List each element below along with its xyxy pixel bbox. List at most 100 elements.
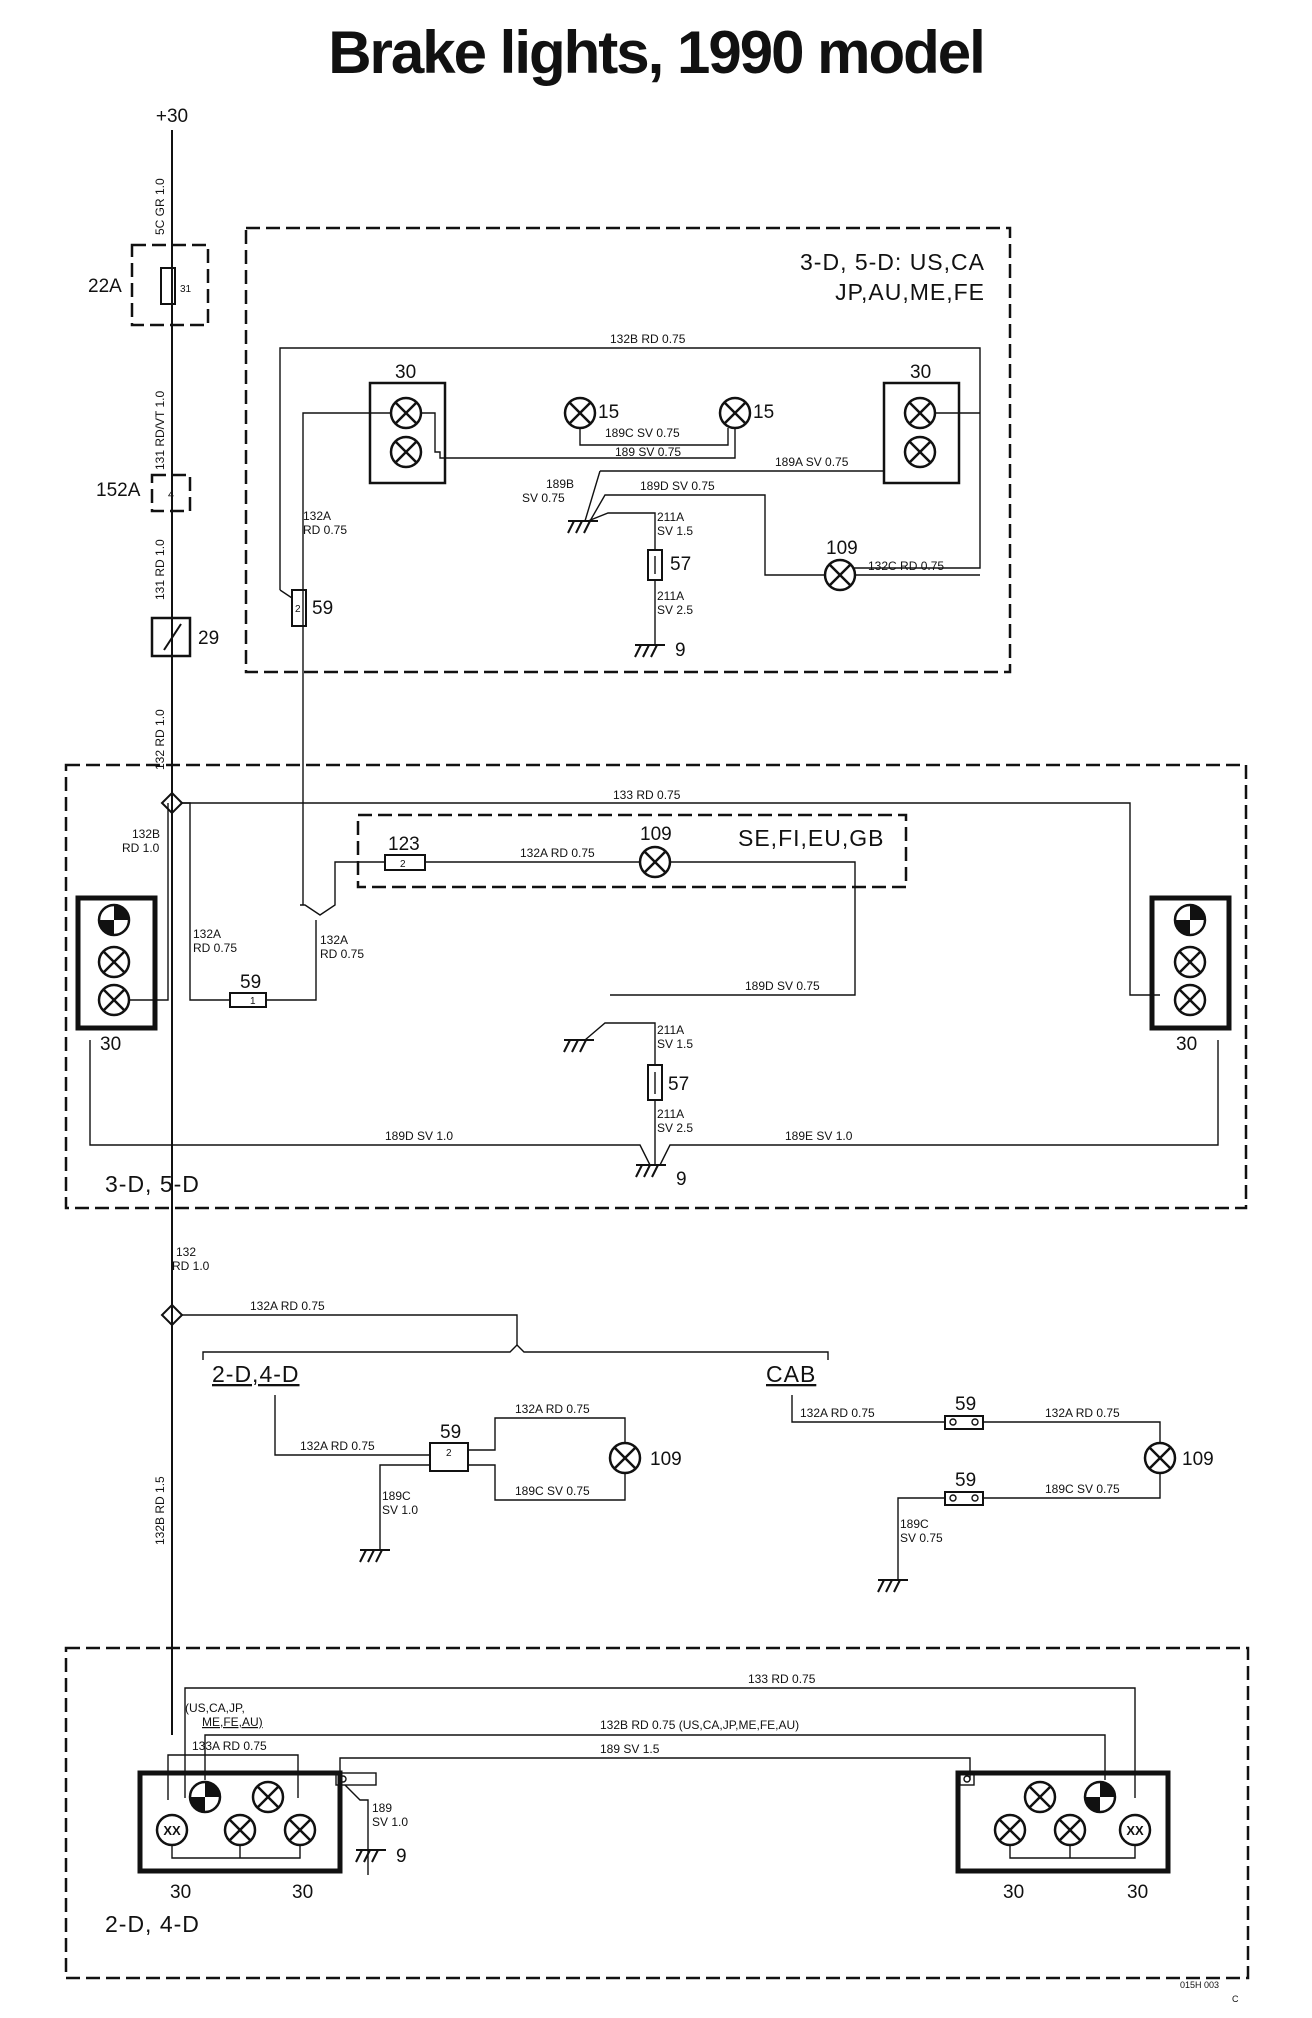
wire-211a-label-1: 211A bbox=[657, 510, 684, 524]
connector-57-label: 57 bbox=[668, 1074, 689, 1095]
fuse-22a-label: 22A bbox=[88, 276, 122, 297]
connector-152a-label: 152A bbox=[96, 480, 141, 501]
doc-revision: C bbox=[1232, 1994, 1239, 2004]
connector-57 bbox=[647, 549, 663, 581]
wire-132a-label-2: RD 0.75 bbox=[303, 523, 347, 537]
r-wire-189c-label-2: SV 0.75 bbox=[900, 1531, 943, 1545]
terminal-30-label: +30 bbox=[156, 106, 188, 127]
wire-132b-label: 132B RD 1.5 bbox=[153, 1476, 167, 1545]
section-us-variant: 3-D, 5-D: US,CA JP,AU,ME,FE 132B RD 0.75… bbox=[244, 226, 1012, 810]
connector-59-c: 2 bbox=[429, 1442, 469, 1472]
connector-57 bbox=[647, 1064, 663, 1101]
section-eu-variant: 3-D, 5-D 133 RD 0.75 132B RD 1.0 SE,FI,E… bbox=[64, 763, 1248, 1210]
r-wire-189c-label: 189C SV 0.75 bbox=[1045, 1482, 1120, 1496]
connector-152a: 4 bbox=[150, 473, 192, 513]
l-wire-189c-label-1: 189C bbox=[382, 1489, 411, 1503]
wire-132a-label-1: 132A bbox=[193, 927, 221, 941]
wire-133-label: 133 RD 0.75 bbox=[613, 788, 681, 802]
wire-211a-label-2: SV 1.5 bbox=[657, 524, 693, 538]
wire-132b-label: 132B RD 0.75 (US,CA,JP,ME,FE,AU) bbox=[600, 1718, 799, 1732]
wire-132-label: 132 RD 1.0 bbox=[153, 709, 167, 770]
lamp-unit-right-label: 30 bbox=[1176, 1034, 1197, 1055]
l-connector-59-label: 59 bbox=[440, 1422, 461, 1443]
r-connector-59-label: 59 bbox=[955, 1394, 976, 1415]
lamp-unit-right bbox=[882, 381, 961, 485]
lamp-unit-left bbox=[137, 1770, 343, 1874]
r-wire-132a-label-b: 132A RD 0.75 bbox=[1045, 1406, 1120, 1420]
region-eu-box: SE,FI,EU,GB bbox=[356, 813, 908, 889]
wire-211a-label-4: SV 2.5 bbox=[657, 603, 693, 617]
connector-59-a-label: 59 bbox=[312, 598, 333, 619]
variant-2d4d-label: 2-D, 4-D bbox=[105, 1911, 200, 1937]
lamp-unit-right-label-2: 30 bbox=[1127, 1882, 1148, 1903]
wire-211a-label-1: 211A bbox=[657, 1023, 684, 1037]
wire-132a-label-3: 132A bbox=[320, 933, 348, 947]
wire-131-label: 131 RD/VT 1.0 bbox=[153, 391, 167, 470]
svg-text:2: 2 bbox=[446, 1448, 452, 1459]
wire-132-label-1: 132 bbox=[176, 1245, 196, 1259]
lamp-unit-left bbox=[75, 895, 158, 1031]
section-cab-variant: 132 RD 1.0 132A RD 0.75 2-D,4-D CAB 132B… bbox=[153, 1245, 1214, 1593]
wire-189-label: 189 SV 0.75 bbox=[615, 445, 681, 459]
connector-59-d bbox=[944, 1415, 984, 1430]
wire-131-rd-label: 131 RD 1.0 bbox=[153, 539, 167, 600]
wire-132c-label: 132C RD 0.75 bbox=[868, 559, 944, 573]
wire-132-label-2: RD 1.0 bbox=[172, 1259, 210, 1273]
wire-211a-label-2: SV 1.5 bbox=[657, 1037, 693, 1051]
wire-132a-label-1: 132A bbox=[303, 509, 331, 523]
wire-189d-label: 189D SV 0.75 bbox=[640, 479, 715, 493]
svg-text:1: 1 bbox=[250, 996, 256, 1007]
r-wire-189c-label-1: 189C bbox=[900, 1517, 929, 1531]
variant-3d5d-label: 3-D, 5-D bbox=[105, 1171, 200, 1197]
l-wire-189c-label-2: SV 1.0 bbox=[382, 1503, 418, 1517]
switch-29-label: 29 bbox=[198, 628, 219, 649]
l-wire-189c-label: 189C SV 0.75 bbox=[515, 1484, 590, 1498]
connector-59-b-label: 59 bbox=[240, 972, 261, 993]
lamp-15-right-label: 15 bbox=[753, 402, 774, 423]
lamp-unit-right bbox=[1149, 895, 1232, 1031]
wire-132b-label-2: RD 1.0 bbox=[122, 841, 160, 855]
section-2d4d-rear: 2-D, 4-D 133 RD 0.75 (US,CA,JP, ME,FE,AU… bbox=[64, 1646, 1250, 1980]
connector-59-a: 2 bbox=[291, 589, 307, 627]
wire-132a-label: 132A RD 0.75 bbox=[520, 846, 595, 860]
lamp-unit-right-label-1: 30 bbox=[1003, 1882, 1024, 1903]
wire-189b-label-2: SV 0.75 bbox=[522, 491, 565, 505]
connector-123: 2 bbox=[384, 854, 426, 871]
wire-189a-label: 189A SV 0.75 bbox=[775, 455, 849, 469]
svg-text:2: 2 bbox=[400, 859, 406, 870]
fuse-22a: 31 bbox=[130, 243, 210, 327]
lamp-unit-left-label: 30 bbox=[100, 1034, 121, 1055]
note-label-2: ME,FE,AU) bbox=[202, 1715, 263, 1729]
variant-2d4d-label: 2-D,4-D bbox=[212, 1361, 300, 1387]
lamp-unit-right bbox=[955, 1770, 1171, 1874]
lamp-unit-right-label: 30 bbox=[910, 362, 931, 383]
lamp-109-left-label: 109 bbox=[650, 1449, 682, 1470]
connector-123-label: 123 bbox=[388, 834, 420, 855]
wire-189-label: 189 SV 1.5 bbox=[600, 1742, 660, 1756]
svg-text:31: 31 bbox=[180, 284, 192, 295]
ground-9-label: 9 bbox=[396, 1846, 407, 1867]
wire-211a-label-3: 211A bbox=[657, 589, 684, 603]
wire-189d-big-label: 189D SV 1.0 bbox=[385, 1129, 453, 1143]
region-us-label: 3-D, 5-D: US,CA bbox=[800, 249, 985, 275]
wire-211a-label-3: 211A bbox=[657, 1107, 684, 1121]
wire-132b-label-1: 132B bbox=[132, 827, 160, 841]
lamp-unit-left-label-2: 30 bbox=[292, 1882, 313, 1903]
wire-189d-label: 189D SV 0.75 bbox=[745, 979, 820, 993]
variant-cab-label: CAB bbox=[766, 1361, 816, 1387]
r-wire-132a-label-a: 132A RD 0.75 bbox=[800, 1406, 875, 1420]
doc-reference: 015H 003 bbox=[1180, 1980, 1219, 1990]
wire-189e-label: 189E SV 1.0 bbox=[785, 1129, 853, 1143]
l-wire-132a-label-b: 132A RD 0.75 bbox=[515, 1402, 590, 1416]
wire-189c-label: 189C SV 0.75 bbox=[605, 426, 680, 440]
wire-189-label-2: SV 1.0 bbox=[372, 1815, 408, 1829]
lamp-unit-left-label: 30 bbox=[395, 362, 416, 383]
region-eu-label: SE,FI,EU,GB bbox=[738, 825, 884, 851]
ground-9-label: 9 bbox=[675, 640, 686, 661]
svg-text:4: 4 bbox=[168, 489, 174, 501]
wire-133a-label: 133A RD 0.75 bbox=[192, 1739, 267, 1753]
lamp-unit-left bbox=[368, 381, 447, 485]
connector-59-e bbox=[944, 1491, 984, 1506]
wire-211a-label-4: SV 2.5 bbox=[657, 1121, 693, 1135]
